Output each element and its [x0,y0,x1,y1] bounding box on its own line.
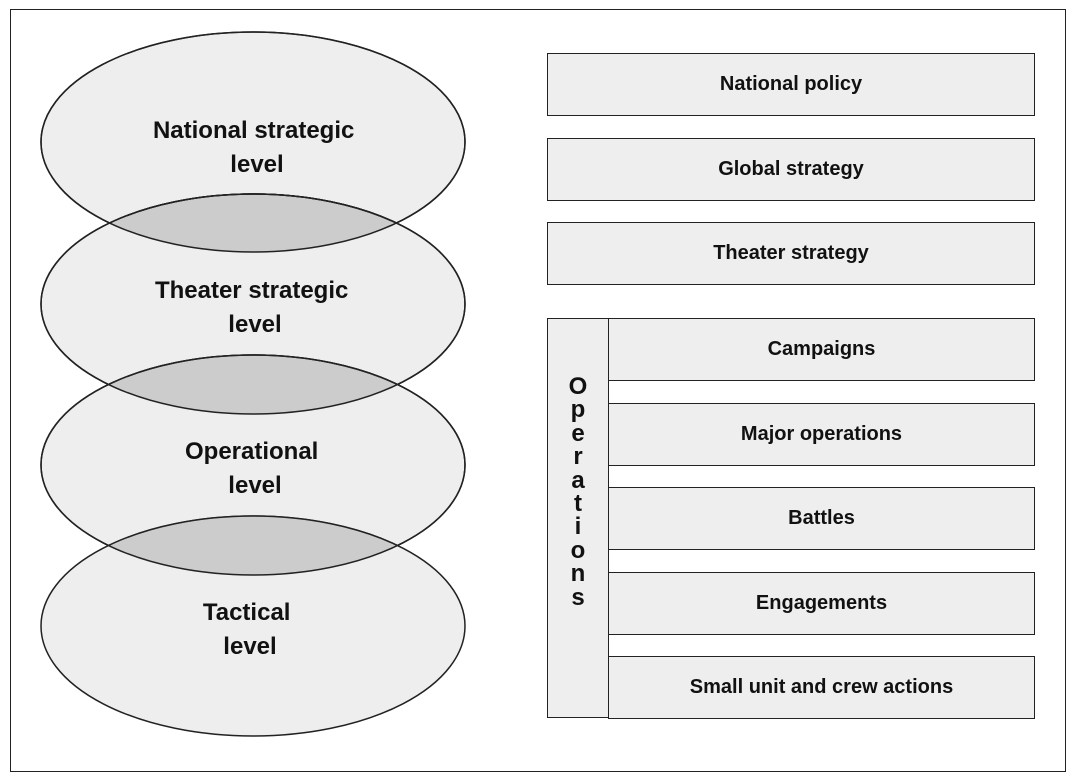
operations-label-letter: t [574,490,582,518]
operations-label-letter: n [570,560,586,588]
box-global-strategy: Global strategy [547,138,1035,201]
level-label-operational: Operational level [185,438,325,499]
operations-label-letter: i [574,513,582,541]
level-label-national-strategic: National strategic level [153,117,361,178]
box-major-operations: Major operations [608,403,1035,466]
box-campaigns: Campaigns [608,318,1035,381]
operations-label-letter: p [570,396,586,424]
operations-label-letter: e [571,419,585,447]
box-engagements: Engagements [608,572,1035,635]
box-theater-strategy: Theater strategy [547,222,1035,285]
operations-label-letter: s [571,583,585,611]
diagram-frame [10,9,1066,772]
operations-label-letter: o [570,536,586,564]
operations-label-letter: r [573,443,583,471]
box-national-policy: National policy [547,53,1035,116]
operations-label-letter: a [571,466,585,494]
level-label-tactical: Tactical level [203,599,297,660]
operations-label-letter: O [568,373,588,400]
level-label-theater-strategic: Theater strategic level [155,277,355,338]
box-small-unit-crew-actions: Small unit and crew actions [608,656,1035,719]
box-battles: Battles [608,487,1035,550]
